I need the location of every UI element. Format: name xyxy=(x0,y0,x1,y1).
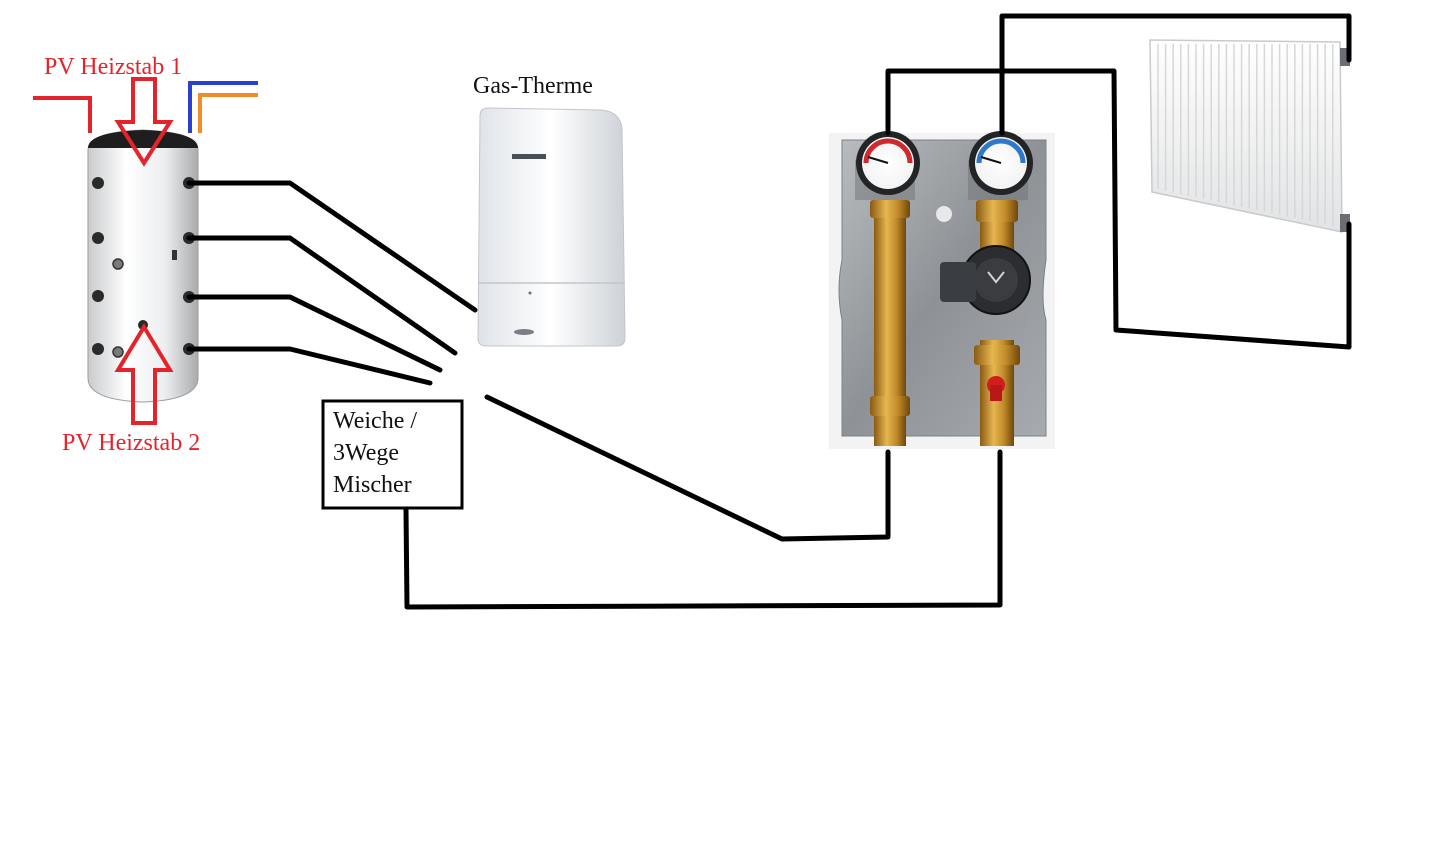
tank-line-1 xyxy=(186,180,478,313)
tank-line-2 xyxy=(186,235,458,356)
mixer-label-line-1: Weiche / xyxy=(333,408,417,434)
mixer-label-line-3: Mischer xyxy=(333,472,412,498)
pump-to-radiator-bottom xyxy=(885,68,1352,350)
radiator-icon xyxy=(1149,39,1350,233)
pv-heater-1-label: PV Heizstab 1 xyxy=(44,54,182,80)
buffer-tank-icon xyxy=(87,129,199,403)
pump-station-icon xyxy=(829,131,1055,449)
heater-1-arrow-icon xyxy=(114,77,174,167)
tank-top-pipes xyxy=(33,81,258,133)
tank-line-4 xyxy=(186,346,433,386)
supply-line xyxy=(484,394,891,542)
connection-lines xyxy=(186,13,1352,610)
return-line xyxy=(403,449,1003,610)
tank-line-3 xyxy=(186,294,443,373)
mixer-label-line-2: 3Wege xyxy=(333,440,399,466)
pump-to-radiator-top xyxy=(999,13,1352,136)
gas-boiler-icon xyxy=(477,107,626,347)
gas-boiler-label: Gas-Therme xyxy=(473,73,593,99)
mixer-box: Weiche / 3Wege Mischer xyxy=(321,399,464,510)
heater-2-arrow-icon xyxy=(114,323,174,425)
pv-heater-2-label: PV Heizstab 2 xyxy=(62,430,200,456)
